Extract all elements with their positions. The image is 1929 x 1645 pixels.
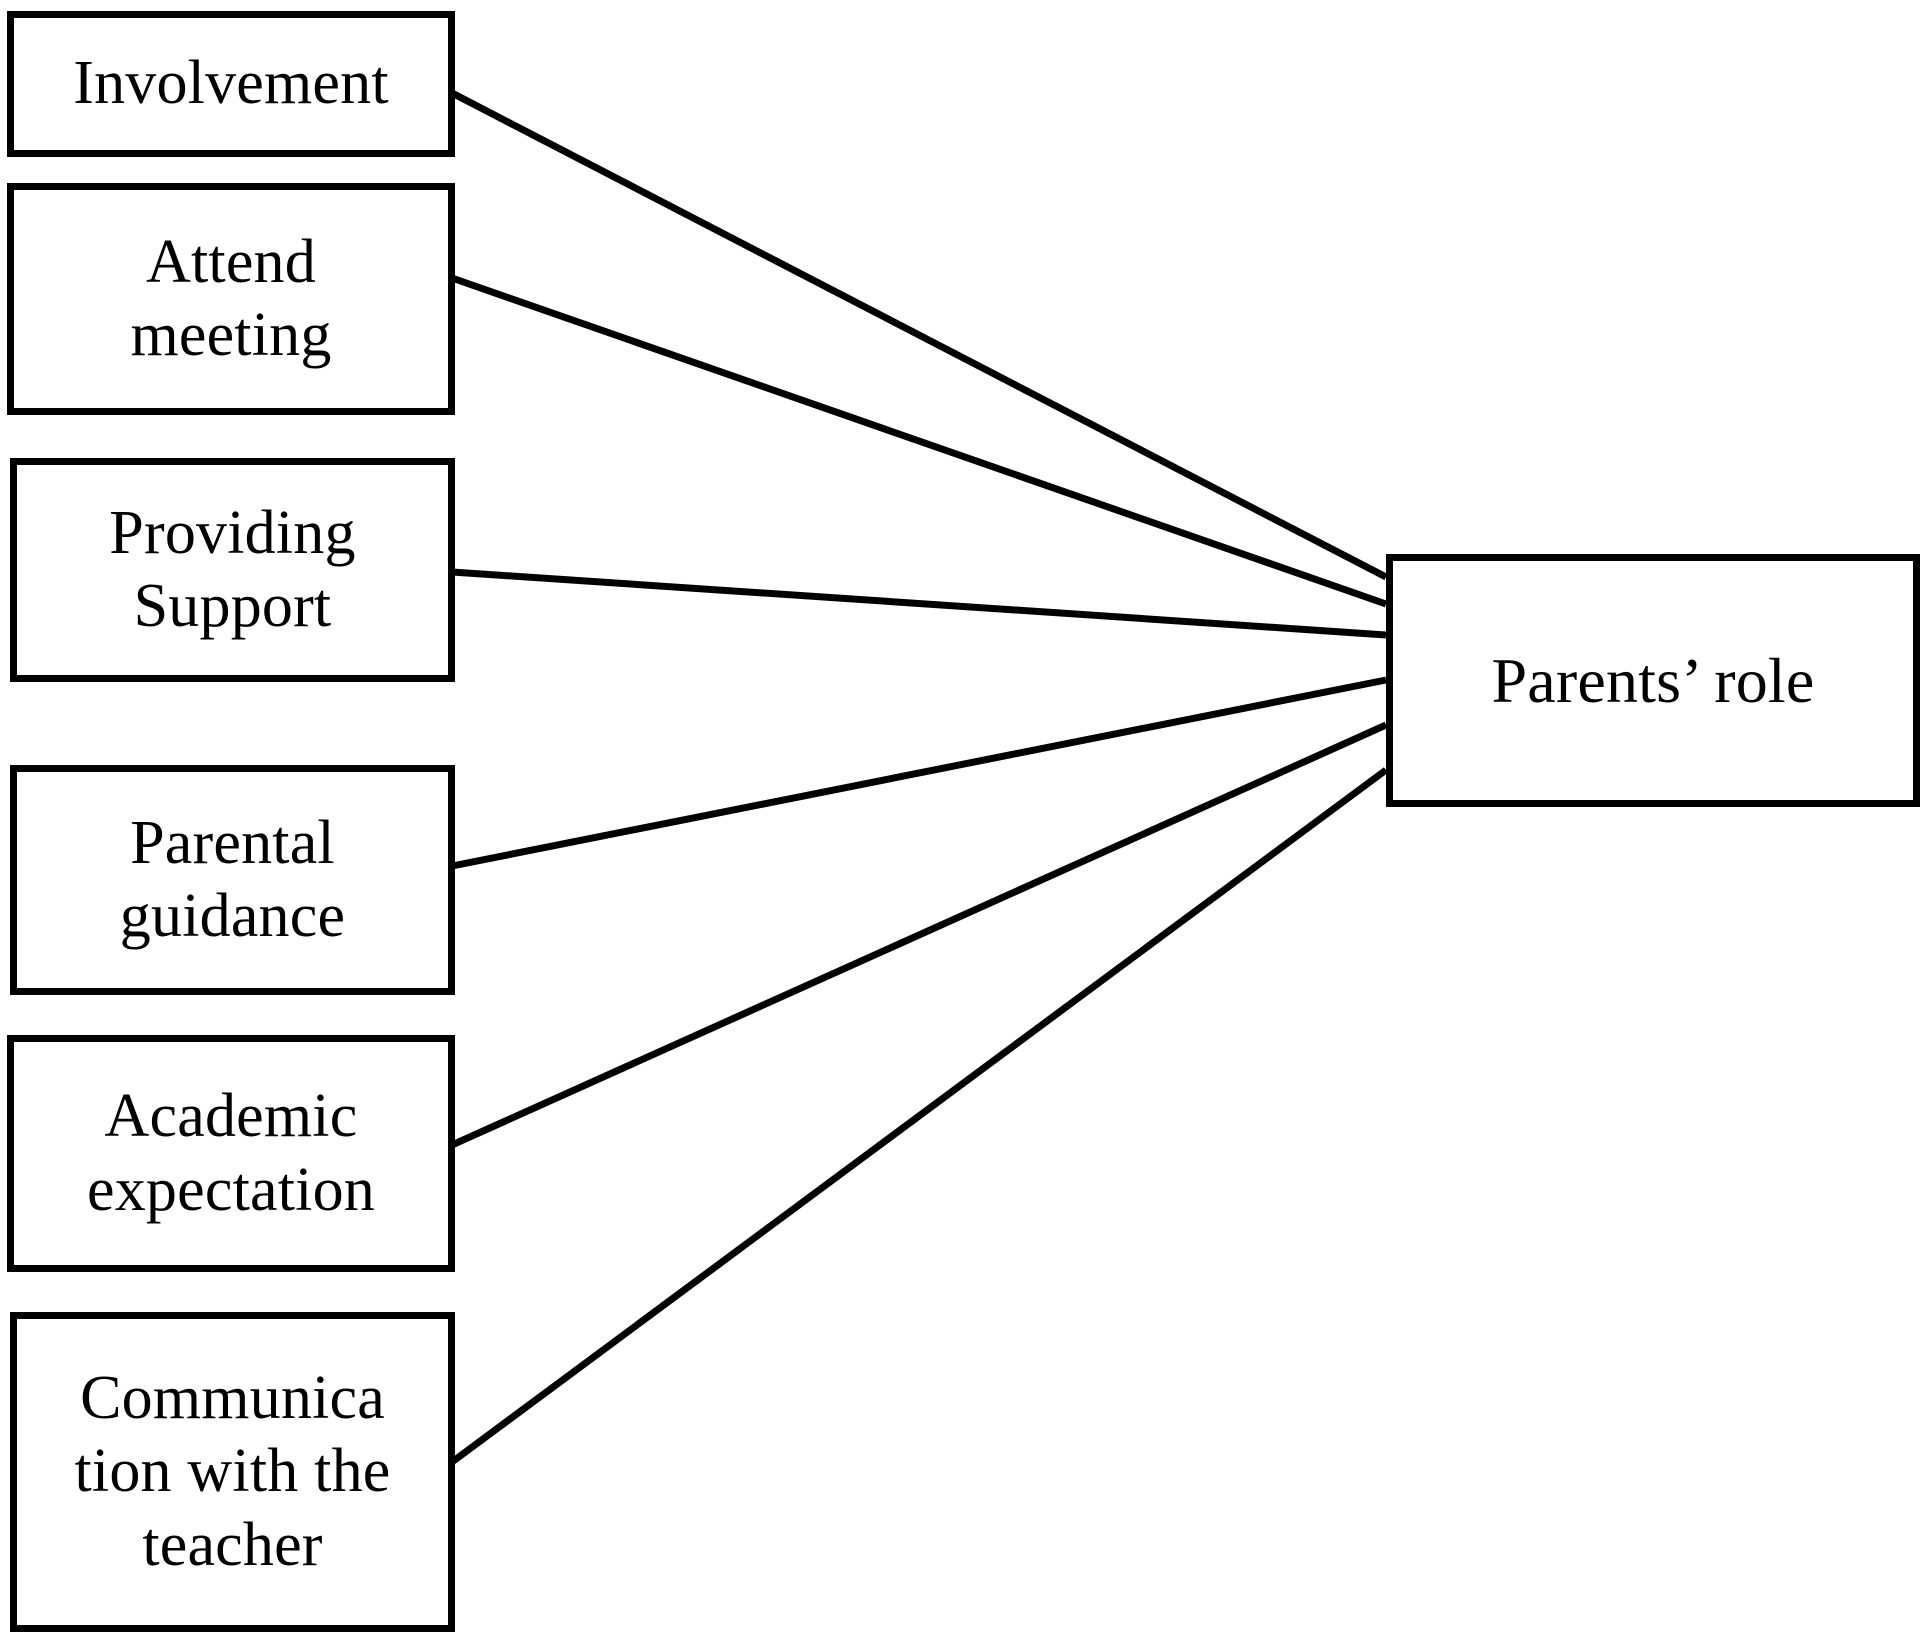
node-academic-expectation[interactable]: Academic expectation xyxy=(7,1035,455,1272)
connector-communication-to-parents-role xyxy=(449,767,1389,1465)
connector-attend-meeting-to-parents-role xyxy=(450,274,1388,608)
node-providing-support-label: Providing Support xyxy=(109,498,356,640)
connector-parental-guidance-to-parents-role xyxy=(451,676,1387,870)
node-academic-expectation-label: Academic expectation xyxy=(87,1082,375,1224)
connector-involvement-to-parents-role xyxy=(450,89,1388,581)
node-attend-meeting-label: Attend meeting xyxy=(130,227,332,369)
node-parental-guidance[interactable]: Parental guidance xyxy=(10,765,455,995)
node-providing-support[interactable]: Providing Support xyxy=(10,458,455,682)
node-attend-meeting[interactable]: Attend meeting xyxy=(7,183,455,415)
node-involvement[interactable]: Involvement xyxy=(7,11,455,157)
connector-providing-support-to-parents-role xyxy=(451,568,1387,639)
node-communication-with-the-teacher-label: Communica tion with the teacher xyxy=(74,1364,391,1579)
node-parental-guidance-label: Parental guidance xyxy=(119,808,346,950)
node-parents-role-label: Parents’ role xyxy=(1491,644,1815,716)
connector-academic-expectation-to-parents-role xyxy=(450,721,1388,1149)
node-involvement-label: Involvement xyxy=(73,49,389,118)
node-communication-with-the-teacher[interactable]: Communica tion with the teacher xyxy=(10,1312,455,1632)
node-parents-role[interactable]: Parents’ role xyxy=(1386,554,1920,807)
